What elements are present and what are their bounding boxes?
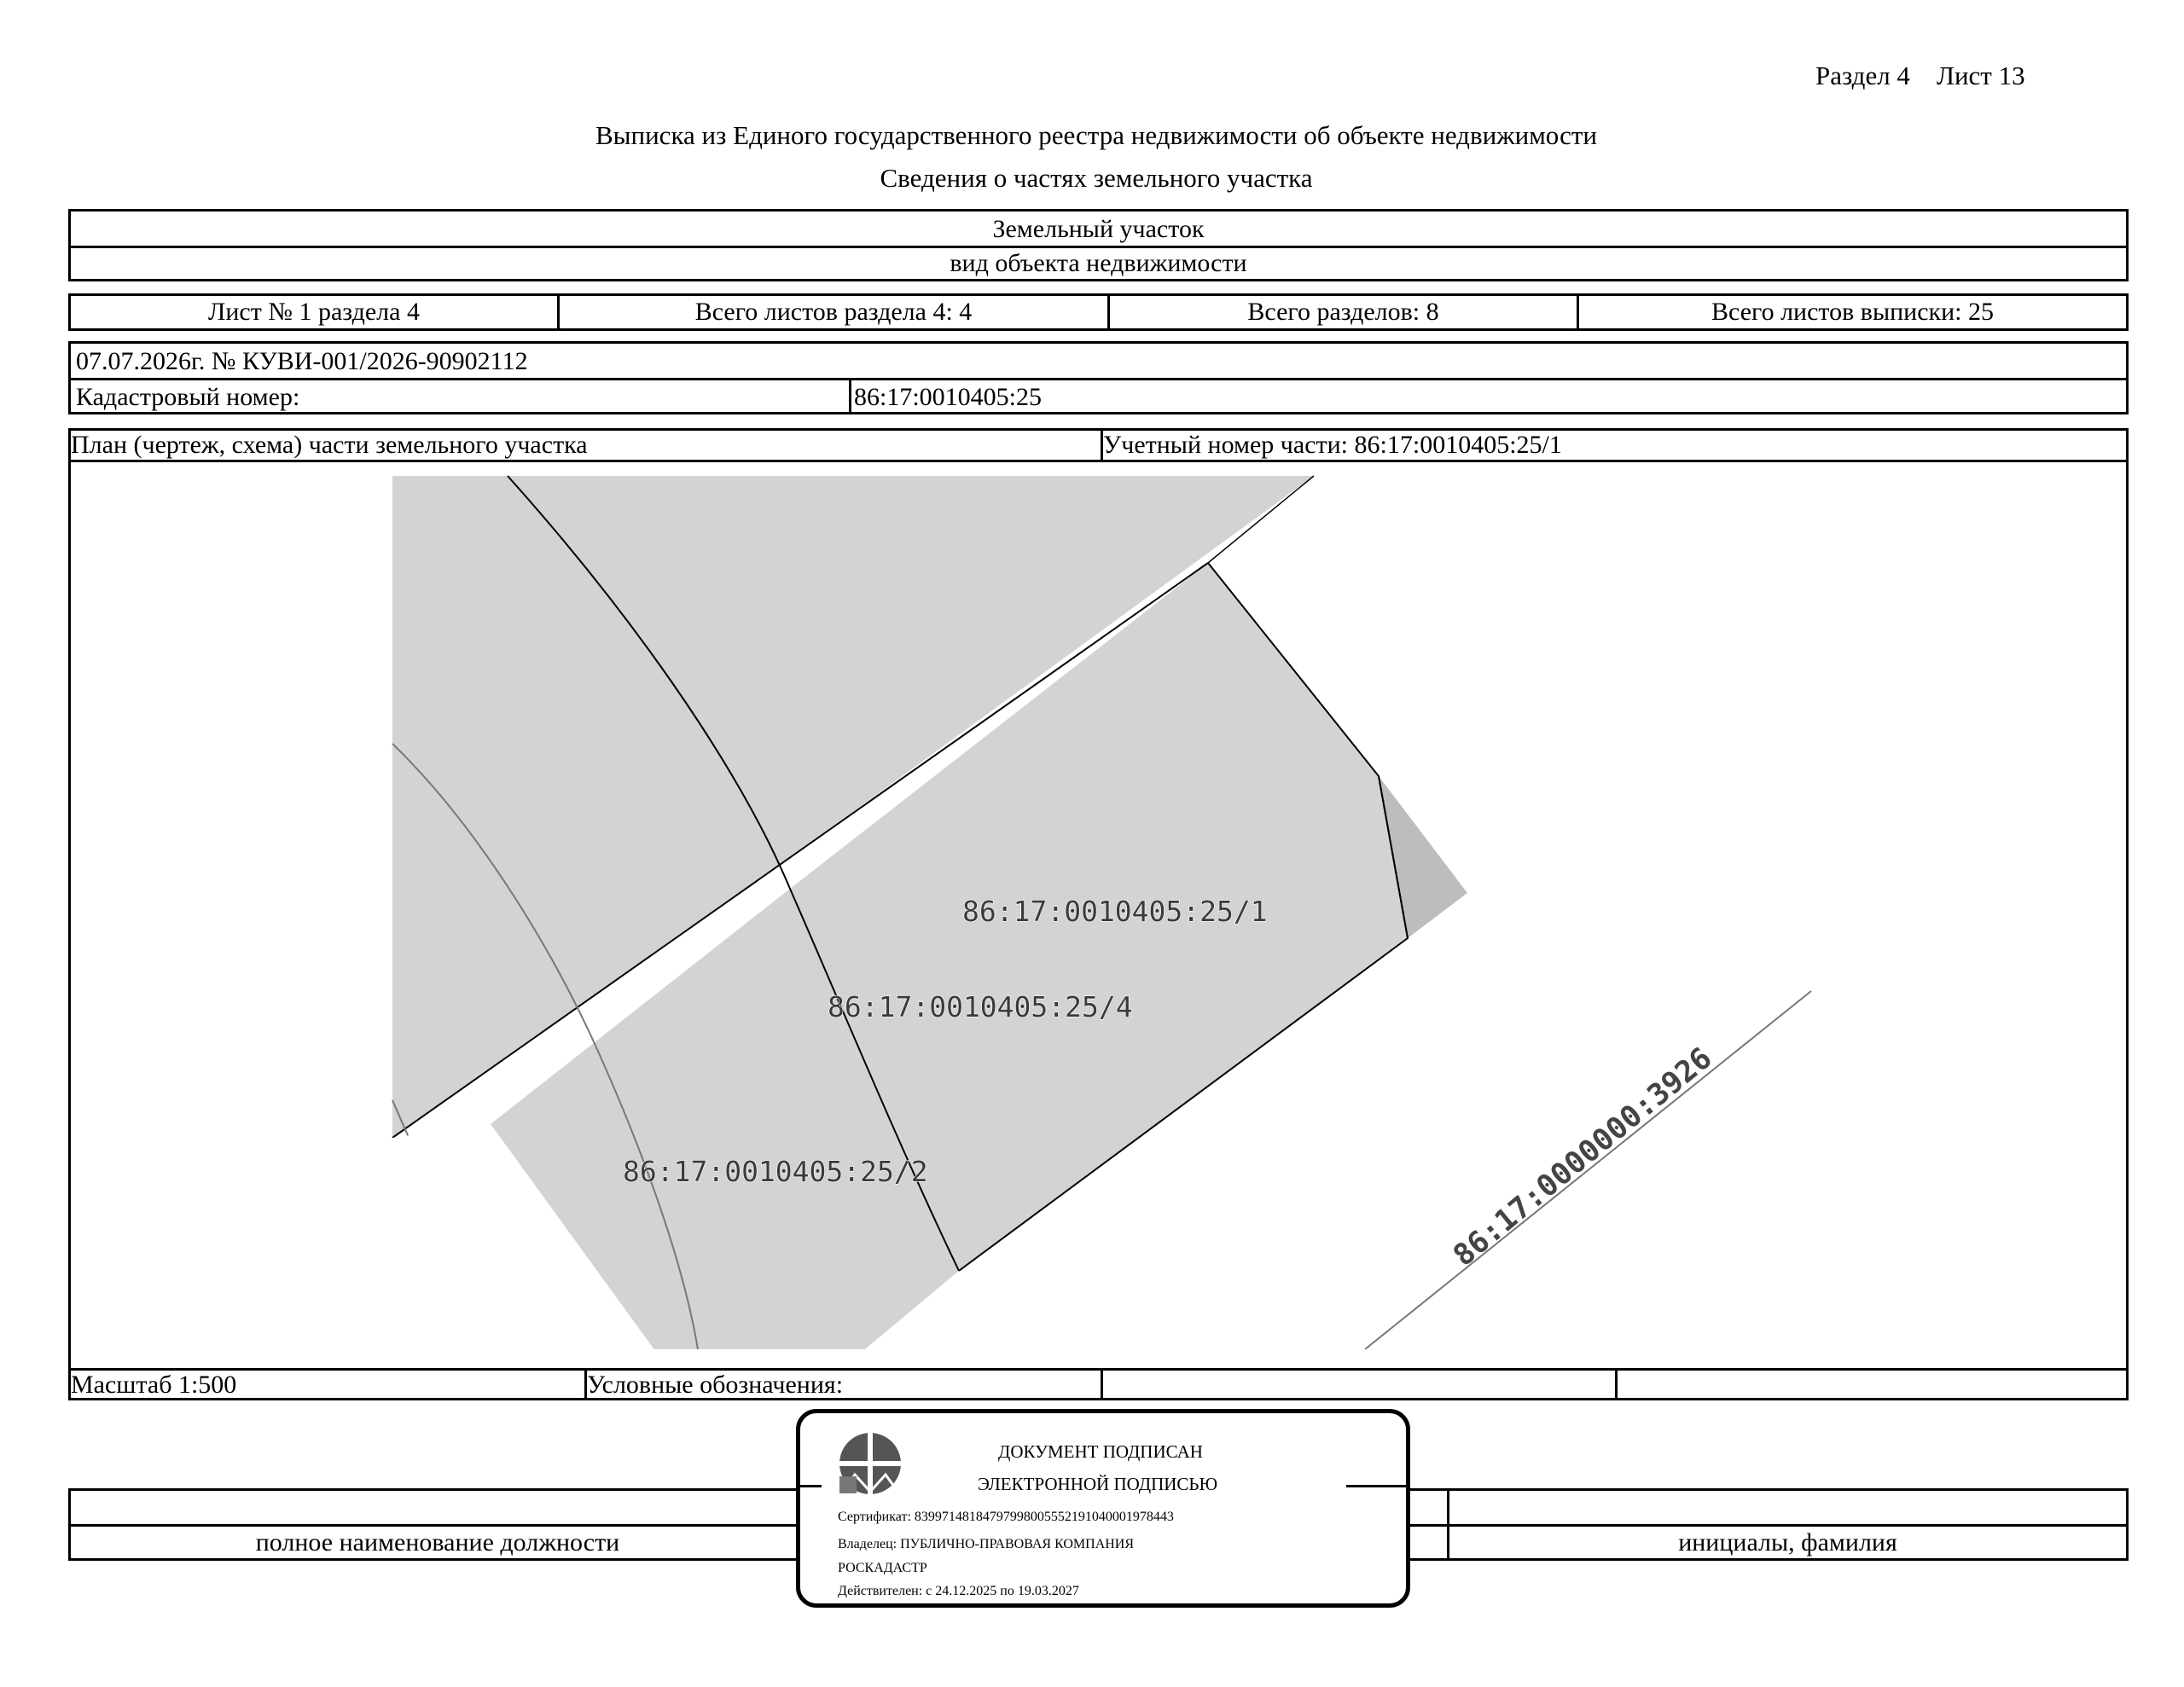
stamp-validity: Действителен: с 24.12.2025 по 19.03.2027 [838,1584,1079,1598]
scale-label: Масштаб 1:500 [71,1371,237,1399]
stamp-owner: Владелец: ПУБЛИЧНО-ПРАВОВАЯ КОМПАНИЯ [838,1537,1135,1551]
part-number: Учетный номер части: 86:17:0010405:25/1 [1103,431,1562,459]
document-title: Выписка из Единого государственного реес… [595,120,1597,150]
total-sheets-section: Всего листов раздела 4: 4 [694,298,973,326]
stamp-certificate: Сертификат: 8399714818479799800555219104… [838,1510,1174,1524]
stamp-line-1: ДОКУМЕНТ ПОДПИСАН [998,1441,1203,1462]
stamp-owner-2: РОСКАДАСТР [838,1561,927,1575]
stamp-line-2: ЭЛЕКТРОННОЙ ПОДПИСЬЮ [978,1474,1218,1494]
boundary-line-main [392,562,1209,1139]
cadastral-map: 86:17:0010405:25/1 86:17:0010405:25/4 86… [392,475,1812,1349]
cadastral-value: 86:17:0010405:25 [854,383,1043,411]
section-number: Раздел 4 [1815,61,1910,90]
electronic-signature-stamp: ДОКУМЕНТ ПОДПИСАН ЭЛЕКТРОННОЙ ПОДПИСЬЮ С… [796,1409,1410,1608]
record-date-number: 07.07.2026г. № КУВИ-001/2026-90902112 [76,347,528,375]
sheet-number: Лист 13 [1936,61,2025,90]
document-subtitle: Сведения о частях земельного участка [880,163,1313,193]
boundary-line-part1 [958,562,1409,1272]
label-part-4: 86:17:0010405:25/4 [828,990,1133,1023]
plan-box: План (чертеж, схема) части земельного уч… [68,428,2129,1400]
parcel-area [392,476,1314,1138]
rosreestr-emblem-icon [836,1432,904,1496]
object-name: Земельный участок [992,215,1205,243]
inner-arc-line [392,743,699,1349]
neighbor-boundary-line [1364,990,1812,1349]
position-caption: полное наименование должности [255,1528,620,1557]
object-box: Земельный участок вид объекта недвижимос… [68,209,2129,281]
boundary-arc-part4 [507,475,960,1272]
legend-label: Условные обозначения: [587,1371,844,1399]
label-neighbor-parcel: 86:17:0000000:3926 [1447,1041,1718,1273]
sheet-info-row: Лист № 1 раздела 4 Всего листов раздела … [68,293,2129,331]
part-1-area [790,563,1408,1271]
total-sections: Всего разделов: 8 [1247,298,1439,326]
sheet-of-section: Лист № 1 раздела 4 [208,298,420,326]
page-header: Раздел 4 Лист 13 [1815,60,2025,92]
part-2-area [491,889,959,1349]
label-part-1: 86:17:0010405:25/1 [962,895,1268,928]
plan-title: План (чертеж, схема) части земельного уч… [71,431,588,459]
object-type-caption: вид объекта недвижимости [950,249,1247,277]
total-sheets-extract: Всего листов выписки: 25 [1711,298,1994,326]
record-box: 07.07.2026г. № КУВИ-001/2026-90902112 Ка… [68,341,2129,415]
cadastral-label: Кадастровый номер: [76,383,300,411]
name-caption: инициалы, фамилия [1678,1528,1897,1557]
label-part-2: 86:17:0010405:25/2 [623,1155,928,1188]
